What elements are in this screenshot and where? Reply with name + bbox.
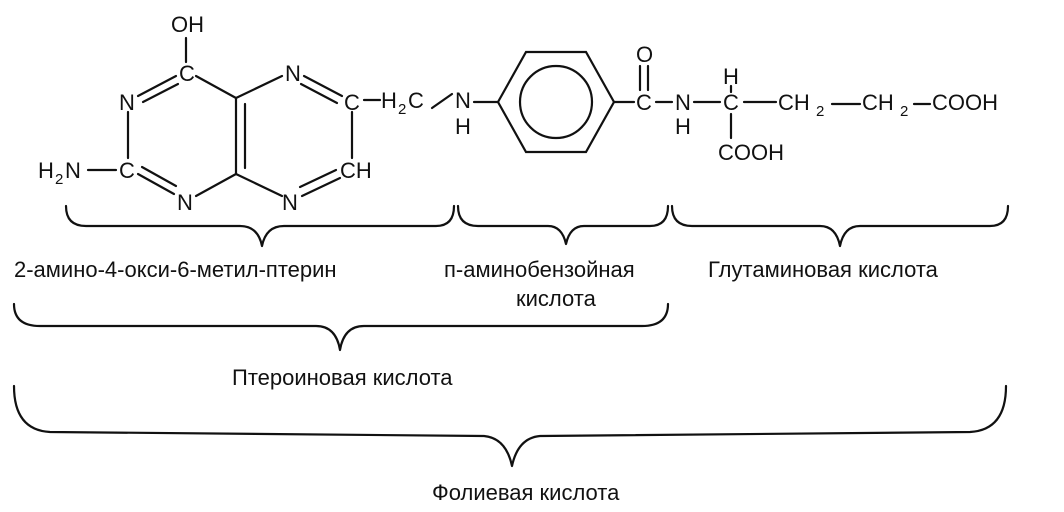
label-paba-line1: п-аминобензойная (444, 257, 635, 282)
label-pteroic: Птероиновая кислота (232, 365, 453, 390)
atom-n-bottom-left: N (177, 190, 193, 215)
atom-h2c-h: H (381, 88, 397, 113)
atom-ch2-a: CH (778, 90, 810, 115)
atom-h2n-n: N (65, 158, 81, 183)
benzene-ring (496, 50, 616, 154)
atom-ch2-b: CH (862, 90, 894, 115)
atom-amide-n: N (675, 90, 691, 115)
atom-n-left: N (119, 90, 135, 115)
atom-cooh-end: COOH (932, 90, 998, 115)
atom-n-bottom-right: N (282, 190, 298, 215)
atom-c6: C (344, 90, 360, 115)
atom-c2: C (119, 158, 135, 183)
atom-c-top: C (179, 61, 195, 86)
label-folic: Фолиевая кислота (432, 480, 620, 505)
brace-pterin (64, 204, 456, 248)
atom-carbonyl-c: C (636, 90, 652, 115)
atom-nh-h: H (455, 114, 471, 139)
atom-n-right-top: N (285, 61, 301, 86)
atom-labels: OH C N N C H 2 C N H H 2 N C N N CH O C … (38, 12, 998, 215)
atom-h2n-h: H (38, 158, 54, 183)
atom-ch2-b-sub: 2 (900, 103, 908, 120)
pterin-bonds (86, 36, 500, 198)
atom-nh-n: N (455, 88, 471, 113)
atom-h2c-c: C (408, 88, 424, 113)
captions: 2-амино-4-окси-6-метил-птерин п-аминобен… (14, 257, 939, 505)
atom-alpha-h: H (723, 64, 739, 89)
atom-h2c-sub: 2 (398, 101, 406, 118)
atom-ch2-a-sub: 2 (816, 103, 824, 120)
brace-folic (12, 384, 1008, 468)
braces (12, 204, 1010, 468)
glutamate-bonds (612, 64, 932, 140)
atom-carbonyl-o: O (636, 42, 653, 67)
atom-h2n-sub: 2 (55, 171, 63, 188)
atom-oh: OH (171, 12, 204, 37)
brace-pteroic (12, 302, 670, 352)
label-paba-line2: кислота (516, 286, 597, 311)
label-glutamic: Глутаминовая кислота (708, 257, 939, 282)
atom-amide-h: H (675, 114, 691, 139)
atom-cooh-alpha: COOH (718, 140, 784, 165)
label-pterin: 2-амино-4-окси-6-метил-птерин (14, 257, 337, 282)
brace-glutamic (670, 204, 1010, 248)
atom-ch: CH (340, 158, 372, 183)
brace-paba (456, 204, 670, 246)
atom-alpha-c: C (723, 90, 739, 115)
